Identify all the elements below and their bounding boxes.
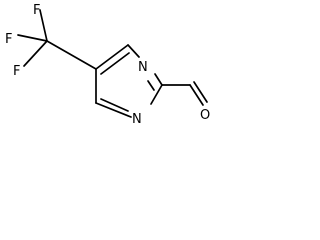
bond-c6-n1 (127, 44, 140, 58)
structure-diagram: F F F N N O (5, 3, 210, 127)
atom-label-f3: F (13, 64, 20, 79)
bond-c5-c6-inner (100, 52, 130, 75)
bond-n3-c4 (95, 102, 132, 118)
bond-c-f2 (17, 34, 48, 42)
bond-c2-n3 (150, 84, 163, 105)
bond-c-f1 (39, 9, 48, 42)
bond-c5-c6 (95, 44, 129, 70)
atom-label-o: O (200, 108, 210, 123)
atom-label-f1: F (33, 3, 40, 18)
bond-n1-c2-inner (147, 80, 155, 91)
bond-c-o-double (193, 81, 208, 103)
atom-label-n-top: N (138, 60, 148, 75)
bond-cf3-ring (46, 40, 97, 70)
bond-c-o (189, 84, 204, 106)
atom-label-f2: F (5, 32, 12, 47)
structure-canvas: F F F N N O (0, 0, 222, 138)
bond-n1-c2 (154, 73, 163, 86)
atom-label-n-bottom: N (132, 112, 142, 127)
bond-n3-c4-inner (100, 98, 129, 112)
bond-c-f3 (23, 40, 48, 67)
